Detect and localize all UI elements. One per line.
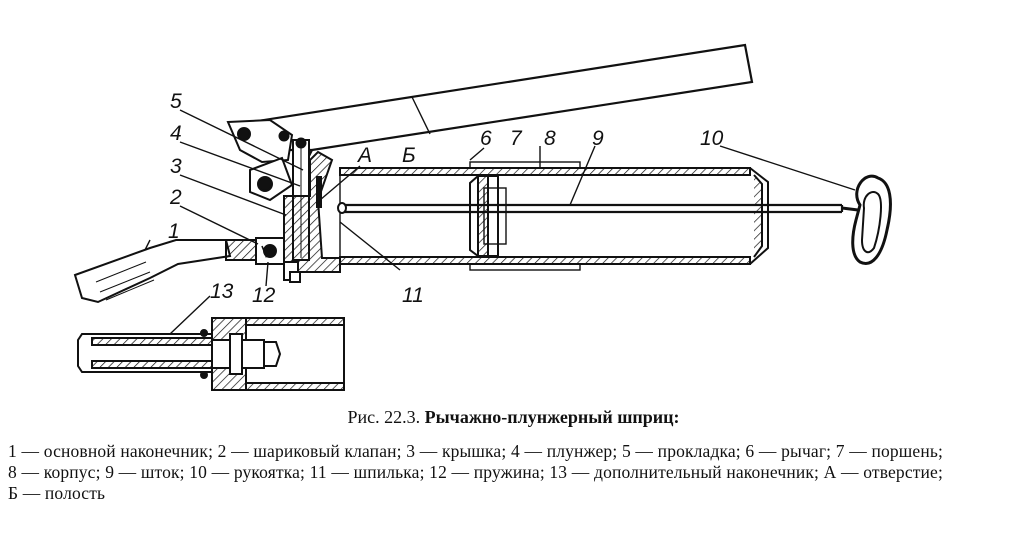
ball-valve bbox=[261, 243, 275, 259]
figure-caption: Рис. 22.3. Рычажно-плунжерный шприц: bbox=[0, 407, 1027, 428]
caption-title: Рычажно-плунжерный шприц: bbox=[424, 407, 680, 427]
label-opening-A: А bbox=[356, 144, 372, 167]
gasket bbox=[316, 176, 322, 208]
label-part-11: 11 bbox=[402, 284, 424, 307]
pin bbox=[337, 202, 347, 214]
main-nozzle bbox=[73, 237, 285, 304]
label-part-6: 6 bbox=[480, 127, 492, 150]
label-part-4: 4 bbox=[170, 122, 182, 145]
label-part-10: 10 bbox=[700, 127, 724, 150]
label-part-7: 7 bbox=[510, 127, 523, 150]
figure-legend: 1 — основной наконечник; 2 — шариковый к… bbox=[8, 441, 943, 503]
part-labels: 5 4 3 2 1 12 11 13 6 7 8 9 10 А Б bbox=[168, 90, 724, 307]
body-cylinder bbox=[339, 161, 769, 271]
leader-lines bbox=[144, 109, 856, 335]
label-part-9: 9 bbox=[592, 127, 604, 150]
label-cavity-B: Б bbox=[402, 144, 416, 167]
label-part-13: 13 bbox=[210, 280, 234, 303]
lever-pivot-links bbox=[226, 118, 294, 202]
label-part-1: 1 bbox=[168, 220, 180, 243]
rod-and-handle bbox=[342, 174, 892, 265]
label-part-8: 8 bbox=[544, 127, 556, 150]
piston bbox=[469, 173, 507, 258]
label-part-3: 3 bbox=[170, 155, 182, 178]
label-part-2: 2 bbox=[169, 186, 182, 209]
cover bbox=[283, 150, 341, 283]
label-part-5: 5 bbox=[170, 90, 182, 113]
additional-nozzle bbox=[77, 317, 345, 391]
caption-prefix: Рис. 22.3. bbox=[347, 407, 421, 427]
label-part-12: 12 bbox=[252, 284, 276, 307]
